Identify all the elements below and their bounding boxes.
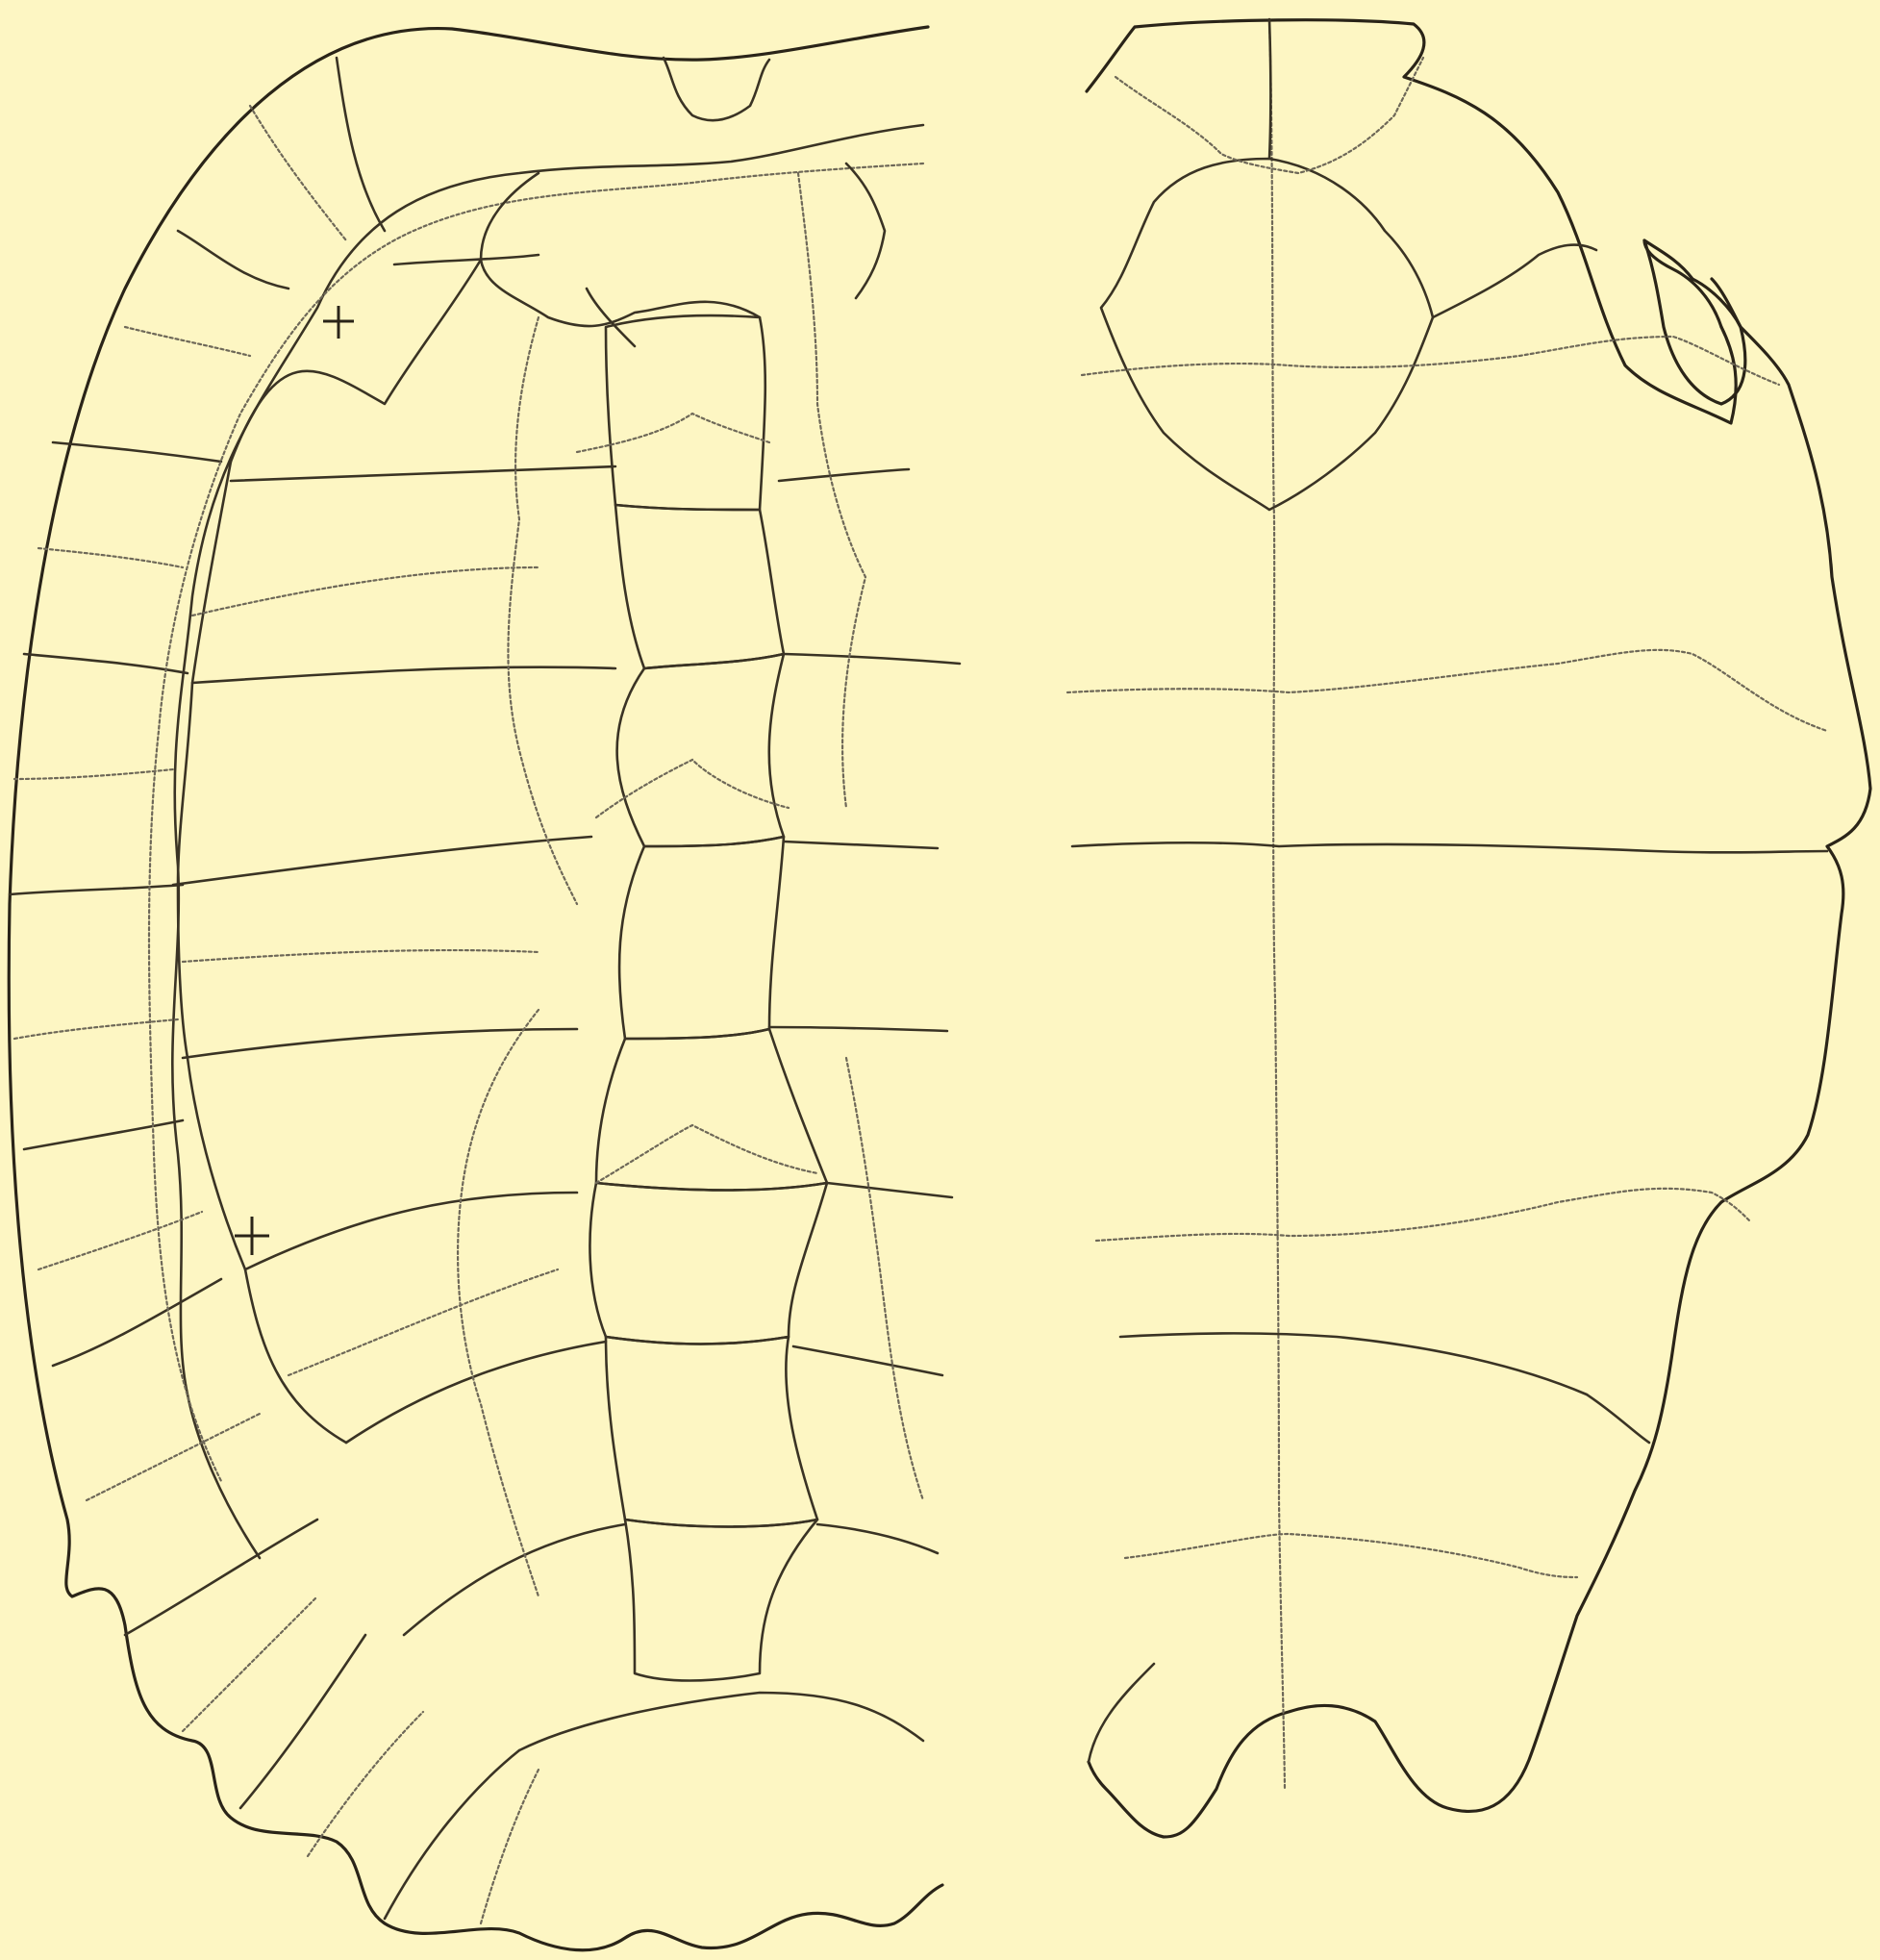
marginal-suture [24,654,188,673]
epiplastron-suture [1433,245,1596,317]
plus-mark [323,306,354,339]
neural-suture [481,173,760,326]
costal-suture [793,1346,942,1375]
costal-suture [346,1342,606,1443]
nuchal-suture [664,58,769,120]
costal-suture [769,1027,947,1031]
marginal-sulcus [125,327,250,356]
marginal-sulcus [38,548,183,567]
anal-notch [1089,1664,1154,1762]
vertebral-sulcus [508,317,577,904]
marginal-suture [53,1279,221,1366]
neural-plate [625,1520,817,1681]
entoplastron [1101,159,1433,510]
pleural-sulcus [288,1269,558,1375]
marginal-sulcus [183,1596,317,1731]
costal-suture [404,1524,625,1635]
pygal-suture [519,1693,923,1750]
costal-boundary [231,260,481,462]
vertebral-sulcus [458,1010,539,1596]
neural-plate [606,1337,817,1527]
marginal-sulcus [38,1212,202,1269]
marginal-suture [178,231,288,289]
marginal-sulcus [481,1770,539,1923]
costal-suture [784,842,938,848]
costal-suture [827,1183,952,1197]
vertebral-sulcus [846,1058,923,1500]
marginal-suture [10,885,183,894]
pleural-sulcus [183,950,539,962]
costal-suture [779,469,909,481]
plastron-outline [1089,240,1870,1837]
plastron-panel [1067,19,1870,1837]
neural-suture [394,255,539,264]
marginal-sulcus [87,1414,260,1500]
marginal-suture [125,1520,317,1635]
plastron-median-suture [1269,19,1271,159]
vertebral-sulcus [596,1125,817,1183]
vertebral-sulcus [596,760,789,817]
marginal-suture [337,58,385,231]
neural-plate [615,505,784,668]
marginal-sulcus [14,769,173,779]
costal-suture [817,1524,938,1553]
marginal-sulcus [149,163,923,1481]
vertebral-sulcus [577,414,769,452]
neural-plate [596,1029,827,1191]
costal-suture [784,654,960,664]
marginal-suture [24,1120,183,1149]
marginal-suture [240,1635,365,1808]
marginal-suture [385,1750,519,1919]
abdominal-sulcus [1096,1189,1750,1241]
neural-plate [589,1183,827,1344]
carapace-panel [9,27,960,1950]
costal-suture [231,466,615,481]
neural-suture [846,163,885,298]
hyo-hypo-suture [1072,842,1827,852]
femoral-sulcus [1125,1534,1577,1577]
plastron-median-sulcus [1269,19,1285,1789]
costal-suture [245,1193,577,1269]
costal-suture [183,1029,577,1058]
plus-mark [235,1217,269,1255]
neural-plate [606,315,765,510]
costal-boundary [178,462,346,1443]
marginal-sulcus [250,106,346,240]
marginal-sulcus [308,1712,423,1856]
neural-plate [617,654,784,846]
pectoral-sulcus [1067,650,1827,731]
vertebral-sulcus [798,173,865,808]
neural-plate [619,837,784,1039]
marginal-suture [53,442,221,462]
pleural-sulcus [192,567,539,616]
axillary-hook [1644,240,1745,404]
hypo-xiphi-suture [1120,1333,1649,1443]
costal-suture [173,837,591,885]
costal-suture [192,667,615,683]
marginal-sulcus [14,1019,178,1039]
